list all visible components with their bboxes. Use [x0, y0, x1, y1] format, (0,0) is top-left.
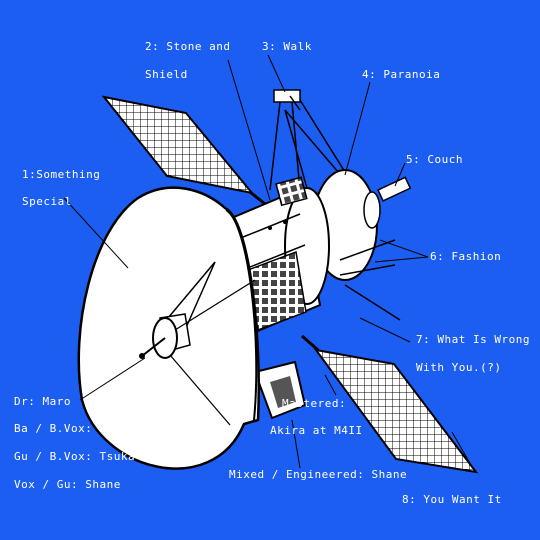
credit-mastered-heading: Mastered: — [282, 397, 347, 410]
high-gain-dish — [77, 186, 261, 470]
credit-bass: Ba / B.Vox: Tomo — [14, 422, 128, 435]
leader-lines — [63, 54, 476, 473]
credit-mixed: Mixed / Engineered: Shane — [229, 468, 408, 481]
track-6-label: 6: Fashion — [430, 250, 502, 263]
credit-drums: Dr: Maro — [14, 395, 71, 408]
track-3-label: 3: Walk — [262, 40, 312, 53]
lower-solar-panel — [301, 334, 479, 474]
track-5-label: 5: Couch — [406, 153, 463, 166]
track-7-label-line-1: 7: What Is Wrong — [416, 333, 530, 346]
track-2-label-line-1: 2: Stone and — [145, 40, 231, 53]
credit-mastered-by: Akira at M4II — [270, 424, 363, 437]
credit-vocals: Vox / Gu: Shane — [14, 478, 121, 491]
thruster — [253, 360, 307, 420]
track-8-label: 8: You Want It — [402, 493, 502, 506]
track-7-label-line-2: With You.(?) — [416, 361, 502, 374]
track-4-label: 4: Paranoia — [362, 68, 441, 81]
credit-guitar: Gu / B.Vox: Tsuka — [14, 450, 136, 463]
track-2-label-line-2: Shield — [145, 68, 188, 81]
track-1-label-line-1: 1:Something — [22, 168, 101, 181]
track-1-label-line-2: Special — [22, 195, 72, 208]
